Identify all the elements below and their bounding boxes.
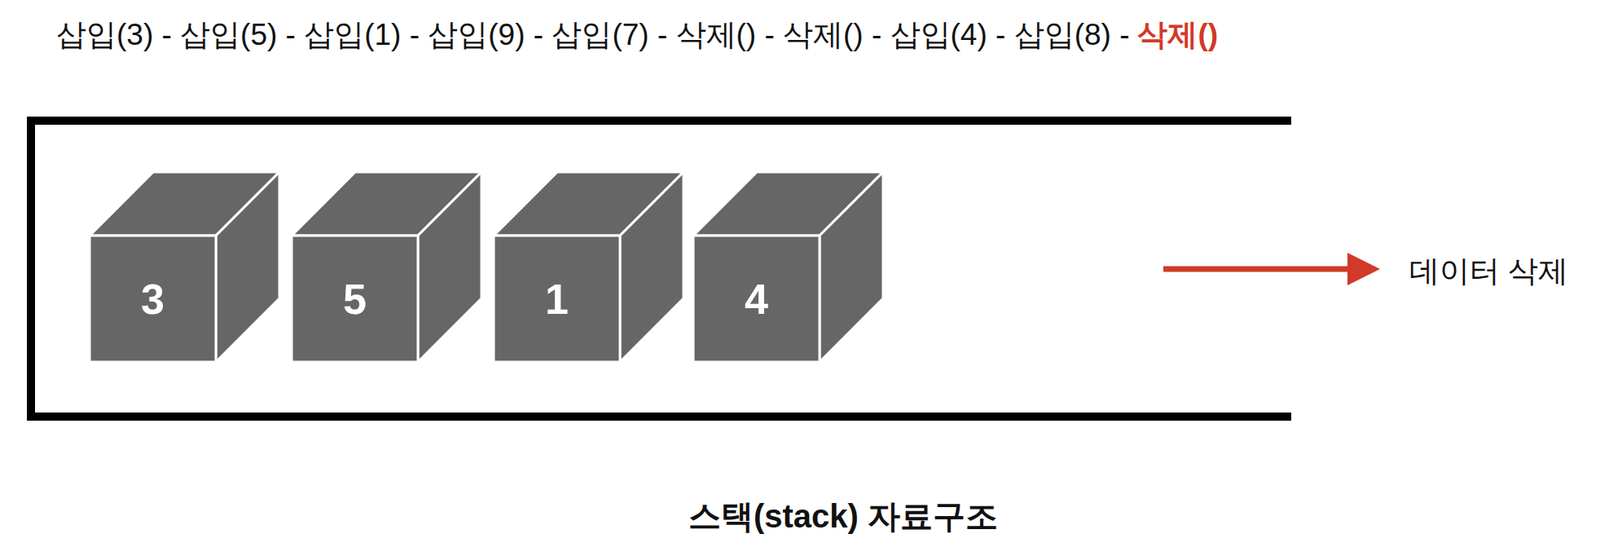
cube-value: 3 bbox=[89, 235, 216, 362]
stack-cube: 4 bbox=[693, 171, 884, 362]
cube-value: 1 bbox=[493, 235, 620, 362]
current-operation: 삭제() bbox=[1137, 14, 1218, 56]
cube-face bbox=[493, 235, 620, 362]
caption: 스택(stack) 자료구조 bbox=[688, 493, 998, 539]
operation-sequence: 삽입(3) - 삽입(5) - 삽입(1) - 삽입(9) - 삽입(7) - … bbox=[56, 14, 1218, 56]
cube-face bbox=[819, 171, 884, 362]
cube-face bbox=[291, 235, 418, 362]
cube-value: 5 bbox=[291, 235, 418, 362]
cube-shape bbox=[693, 171, 884, 362]
delete-arrowhead bbox=[1347, 252, 1381, 286]
cube-face bbox=[417, 171, 482, 362]
cube-face bbox=[619, 171, 684, 362]
stack-cube: 5 bbox=[291, 171, 482, 362]
cube-face bbox=[693, 235, 820, 362]
arrow-label: 데이터 삭제 bbox=[1409, 250, 1569, 292]
operation-list: 삽입(3) - 삽입(5) - 삽입(1) - 삽입(9) - 삽입(7) - … bbox=[56, 14, 1130, 56]
cube-shape bbox=[291, 171, 482, 362]
cube-face bbox=[89, 235, 216, 362]
stack-container bbox=[30, 120, 1292, 417]
cube-face bbox=[215, 171, 280, 362]
delete-arrow bbox=[1163, 266, 1353, 273]
stack-cube: 3 bbox=[89, 171, 280, 362]
cube-value: 4 bbox=[693, 235, 820, 362]
cube-shape bbox=[493, 171, 684, 362]
cube-shape bbox=[89, 171, 280, 362]
stack-cube: 1 bbox=[493, 171, 684, 362]
